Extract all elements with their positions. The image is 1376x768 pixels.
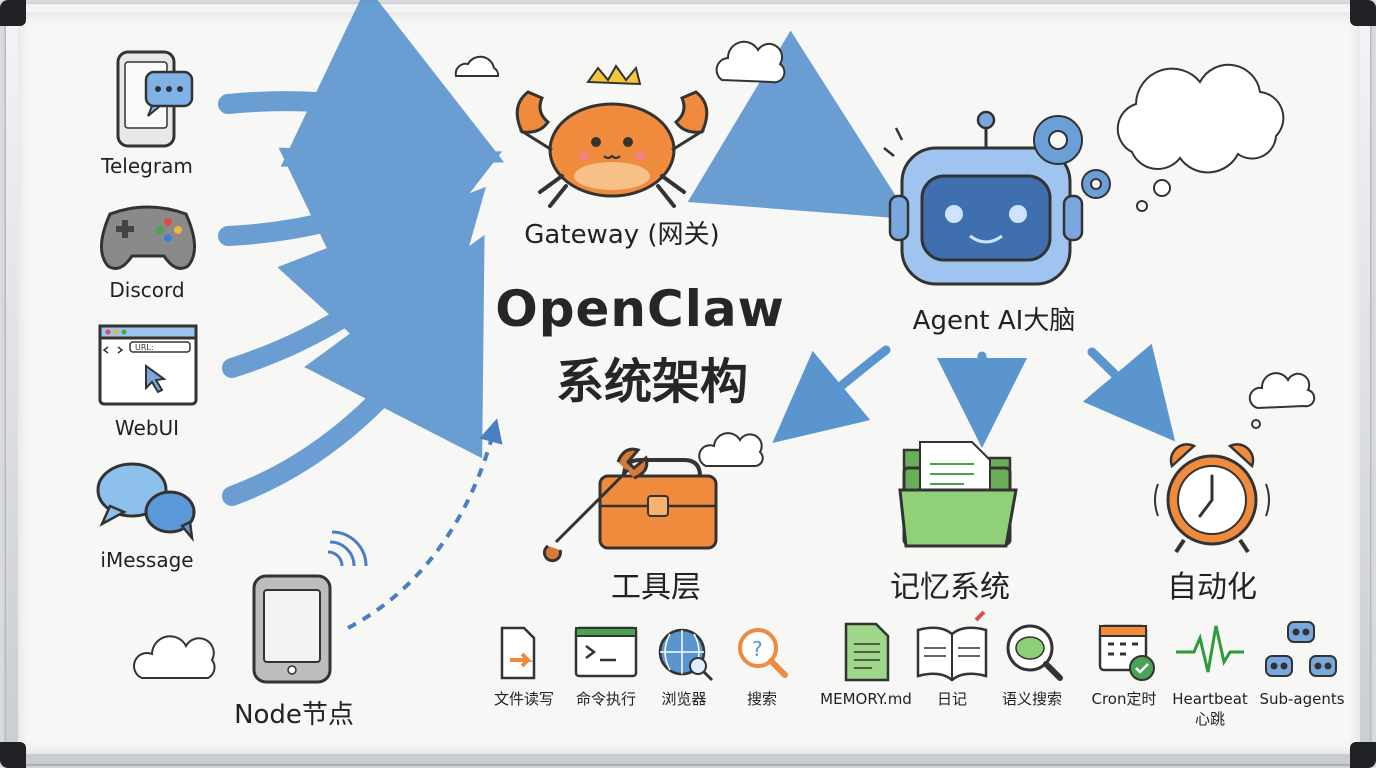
cloud-icon (698, 432, 764, 468)
thought-cloud-icon (1116, 63, 1285, 174)
item-label: 语义搜索 (1001, 690, 1063, 708)
arrow-gateway-agent (687, 30, 911, 220)
channel-label: WebUI (114, 416, 180, 440)
folder-icon (898, 441, 1018, 548)
svg-text:?: ? (752, 637, 763, 661)
node-label: Node节点 (234, 700, 354, 730)
item-label: MEMORY.md (820, 690, 912, 708)
phone-chat-icon (116, 50, 194, 148)
module-label-memory: 记忆系统 (890, 570, 1010, 605)
chat-bubbles-icon (96, 462, 196, 543)
diagram-subtitle: 系统架构 (555, 354, 749, 410)
cloud-icon (454, 55, 500, 77)
cloud-icon (133, 635, 216, 679)
frame-corner (0, 742, 26, 768)
frame-corner (0, 0, 26, 26)
item-label: 文件读写 (493, 690, 555, 708)
heartbeat-icon (1176, 625, 1244, 673)
mobile-phone-icon (252, 530, 368, 684)
arrow-imessage-gateway (222, 234, 485, 506)
arrow-telegram-gateway (218, 0, 505, 167)
alarm-clock-icon (1154, 443, 1270, 554)
calendar-check-icon (1098, 624, 1155, 681)
channel-label: iMessage (100, 548, 194, 572)
cloud-doodles (133, 40, 1316, 679)
document-icon (844, 622, 890, 682)
toolbox-icon (543, 447, 718, 563)
item-label: 日记 (936, 690, 968, 708)
brain-search-icon (1006, 624, 1063, 681)
diagram-title: OpenClaw (495, 280, 785, 338)
terminal-icon (574, 626, 638, 678)
frame-corner (1350, 742, 1376, 768)
arrow-agent-automation (1082, 343, 1176, 442)
item-label: Sub-agents (1259, 690, 1345, 708)
file-edit-icon (500, 626, 536, 680)
robots-icon (1265, 621, 1337, 677)
agent-label: Agent AI大脑 (912, 306, 1076, 336)
robot-icon (883, 110, 1111, 286)
frame-corner (1350, 0, 1376, 26)
gamepad-icon (100, 205, 196, 270)
gateway-label: Gateway (网关) (524, 220, 720, 250)
item-label: 命令执行 (575, 690, 637, 708)
arrow-node-gateway (347, 418, 503, 630)
crab-icon (515, 64, 709, 208)
item-label: Heartbeat (1172, 690, 1248, 708)
module-label-tools: 工具层 (611, 570, 701, 605)
svg-text:URL:: URL: (135, 343, 154, 352)
arrow-agent-tools (772, 345, 891, 444)
item-label: 浏览器 (661, 690, 707, 708)
thought-cloud-icon (1248, 372, 1316, 410)
arrow-webui-gateway (222, 186, 486, 403)
arrow-discord-gateway (218, 147, 503, 329)
globe-search-icon (658, 628, 714, 682)
item-sublabel: 心跳 (1194, 710, 1226, 728)
open-book-icon (916, 610, 988, 682)
channel-arrows (218, 0, 911, 506)
item-label: 搜索 (746, 690, 778, 708)
channel-label: Telegram (101, 154, 193, 178)
gear-icon (1033, 115, 1111, 199)
cloud-icon (715, 40, 786, 84)
channel-label: Discord (109, 278, 185, 302)
browser-window-icon: URL: (98, 324, 198, 406)
search-icon: ? (738, 628, 788, 678)
item-label: Cron定时 (1091, 690, 1157, 708)
agent-arrows (772, 343, 1176, 448)
module-label-automation: 自动化 (1167, 570, 1257, 605)
